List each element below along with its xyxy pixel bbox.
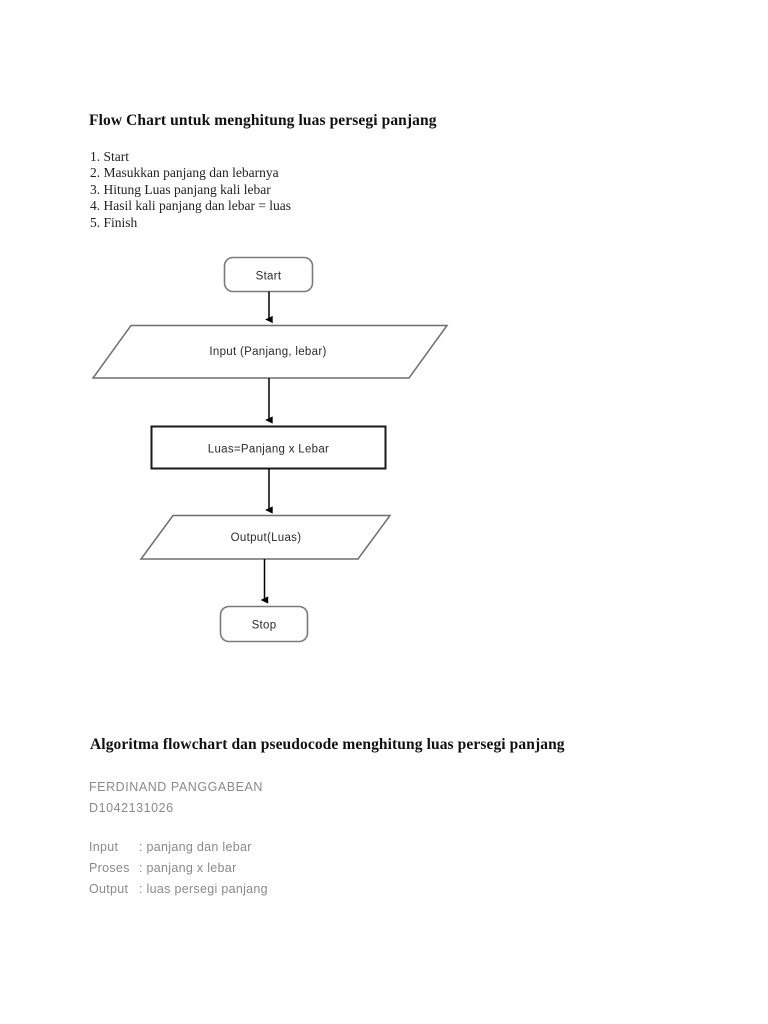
stop-shape (219, 605, 309, 643)
start-shape (223, 256, 314, 293)
input-shape (91, 324, 449, 379)
list-item: 4. Hasil kali panjang dan lebar = luas (90, 198, 292, 214)
process-shape (150, 425, 387, 470)
io-proses-key: Proses (89, 861, 130, 875)
io-input-value: panjang dan lebar (146, 840, 252, 854)
list-item: 3. Hitung Luas panjang kali lebar (90, 181, 271, 197)
author-name: FERDINAND PANGGABEAN (89, 780, 263, 794)
stop-label: Stop (252, 620, 277, 632)
output-shape (139, 514, 392, 560)
output-label: Output(Luas) (231, 532, 302, 544)
flow-node-stop: Stop (219, 605, 309, 643)
flow-node-start: Start (223, 256, 314, 293)
flow-node-process: Luas=Panjang x Lebar (150, 425, 387, 470)
author-id: D1042131026 (89, 801, 174, 815)
io-spec-input: Input: panjang dan lebar (89, 840, 252, 854)
input-label: Input (Panjang, lebar) (209, 346, 326, 358)
io-output-value: luas persegi panjang (146, 882, 268, 896)
list-item: 1. Start (90, 149, 129, 164)
process-label: Luas=Panjang x Lebar (208, 444, 329, 456)
io-proses-separator: : (139, 861, 147, 875)
io-spec-proses: Proses: panjang x lebar (89, 861, 237, 875)
page-title: Flow Chart untuk menghitung luas persegi… (89, 112, 437, 129)
io-output-separator: : (139, 882, 147, 896)
list-item: 5. Finish (90, 214, 138, 230)
flow-node-output: Output(Luas) (139, 514, 392, 560)
io-proses-value: panjang x lebar (146, 861, 237, 875)
list-item: 2. Masukkan panjang dan lebarnya (90, 165, 279, 181)
start-label: Start (256, 271, 282, 283)
io-input-key: Input (89, 840, 119, 854)
io-output-key: Output (89, 882, 129, 896)
io-input-separator: : (139, 840, 147, 854)
section-title-pseudocode: Algoritma flowchart dan pseudocode mengh… (90, 736, 565, 753)
io-spec-output: Output: luas persegi panjang (89, 882, 268, 896)
algorithm-steps-list: 1. Start 2. Masukkan panjang dan lebarny… (90, 149, 291, 231)
flow-node-input: Input (Panjang, lebar) (91, 324, 449, 379)
